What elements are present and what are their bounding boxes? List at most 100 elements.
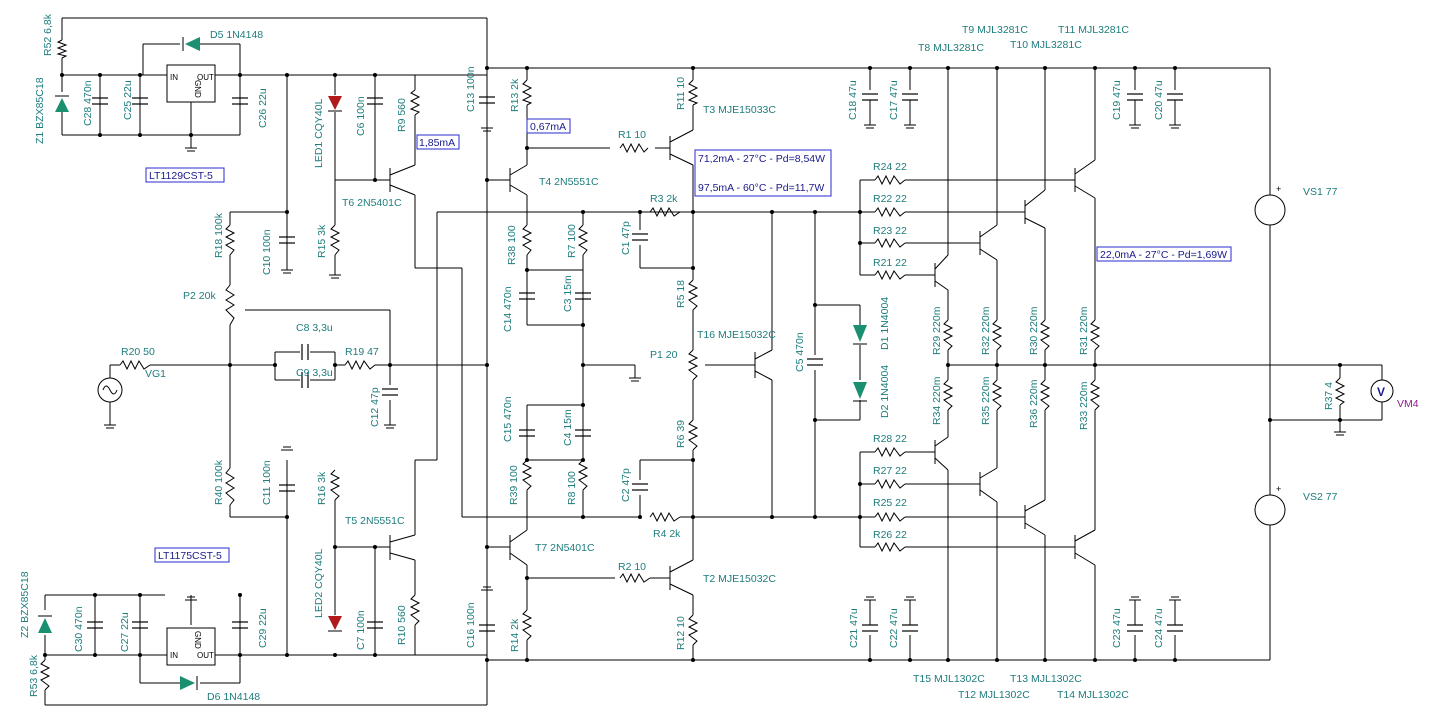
transistor-t16 xyxy=(754,349,773,381)
label-c2: C2 47p xyxy=(620,468,632,502)
resistor-r15 xyxy=(329,224,341,256)
label-r12: R12 10 xyxy=(675,616,687,650)
label-c13: C13 100n xyxy=(465,66,477,112)
label-r11: R11 10 xyxy=(675,77,687,110)
capacitor-c12 xyxy=(382,388,398,396)
resistor-r31 xyxy=(1089,319,1101,351)
label-t3: T3 MJE15033C xyxy=(703,104,776,116)
label-r25: R25 22 xyxy=(873,497,907,509)
label-r13: R13 2k xyxy=(509,78,521,112)
resistor-r30 xyxy=(1039,319,1051,351)
label-c5: C5 470n xyxy=(794,332,806,372)
resistor-r33 xyxy=(1089,379,1101,411)
resistor-r4 xyxy=(649,511,681,523)
capacitor-c23 xyxy=(1127,624,1143,632)
label-r6: R6 39 xyxy=(675,420,687,448)
label-r53: R53 6,8k xyxy=(28,654,40,697)
transistor-t15 xyxy=(934,436,949,471)
label-c18: C18 47u xyxy=(847,80,859,120)
label-r9: R9 560 xyxy=(396,98,408,132)
label-c9: C9 3,3u xyxy=(296,367,333,379)
label-r18: R18 100k xyxy=(213,212,225,258)
capacitor-c27 xyxy=(132,621,148,629)
label-d1: D1 1N4004 xyxy=(879,297,891,350)
resistor-r19 xyxy=(344,359,376,371)
label-c28: C28 470n xyxy=(82,80,94,126)
label-vs1: VS1 77 xyxy=(1303,186,1338,198)
capacitors xyxy=(87,93,1183,632)
capacitor-c3 xyxy=(575,292,591,300)
capacitor-c7 xyxy=(367,621,383,629)
resistor-r6 xyxy=(687,419,699,451)
label-c24: C24 47u xyxy=(1153,608,1165,648)
resistor-r29 xyxy=(942,319,954,351)
capacitor-c2 xyxy=(632,483,648,491)
label-z1: Z1 BZX85C18 xyxy=(34,77,46,144)
label-c7: C7 100n xyxy=(355,610,367,650)
label-led1: LED1 CQY40L xyxy=(313,98,325,168)
supply-vs2: + xyxy=(1254,484,1286,526)
resistor-r8 xyxy=(577,459,589,491)
label-t12: T12 MJL1302C xyxy=(958,689,1030,701)
pin-in-label: IN xyxy=(170,651,178,660)
label-c22: C22 47u xyxy=(888,608,900,648)
resistor-r21 xyxy=(874,269,906,281)
label-c10: C10 100n xyxy=(261,229,273,275)
label-d2: D2 1N4004 xyxy=(879,365,891,418)
capacitor-c17 xyxy=(902,93,918,101)
resistor-r38 xyxy=(521,224,533,256)
label-c6: C6 100n xyxy=(355,96,367,136)
label-vg1: VG1 xyxy=(145,368,166,380)
supply-vs1: + xyxy=(1254,184,1286,226)
capacitor-c30 xyxy=(87,621,103,629)
label-c8: C8 3,3u xyxy=(296,322,333,334)
label-c15: C15 470n xyxy=(502,396,514,442)
label-t8: T8 MJL3281C xyxy=(918,42,984,54)
label-r36: R36 220m xyxy=(1028,379,1040,428)
label-t2: T2 MJE15032C xyxy=(703,573,776,585)
transistor-t9 xyxy=(979,224,998,261)
diode-d5 xyxy=(182,37,200,51)
transistor-t13 xyxy=(1024,499,1046,536)
label-c26: C26 22u xyxy=(257,88,269,128)
resistor-r36 xyxy=(1039,379,1051,411)
label-u1: LT1129CST-5 xyxy=(149,170,213,182)
resistor-r23 xyxy=(874,237,906,249)
label-c19: C19 47u xyxy=(1111,80,1123,120)
pin-gnd-label: GND xyxy=(193,80,202,98)
capacitor-c4 xyxy=(575,429,591,437)
resistor-r25 xyxy=(874,511,906,523)
label-c30: C30 470n xyxy=(73,606,85,652)
label-r22: R22 22 xyxy=(873,193,907,205)
pin-in-label: IN xyxy=(170,73,178,82)
label-r8: R8 100 xyxy=(566,471,578,505)
label-r15: R15 3k xyxy=(316,224,328,258)
junction-dots xyxy=(43,66,1342,662)
label-u2: LT1175CST-5 xyxy=(158,550,222,562)
diode-d2 xyxy=(853,382,867,402)
transistor-t3 xyxy=(669,129,694,166)
diode-d6 xyxy=(180,676,198,690)
label-t10: T10 MJL3281C xyxy=(1010,39,1082,51)
label-z2: Z2 BZX85C18 xyxy=(19,571,31,638)
label-r31: R31 220m xyxy=(1078,306,1090,355)
label-d6: D6 1N4148 xyxy=(207,691,260,703)
component-labels: R52 6,8k Z1 BZX85C18 C28 470n C25 22u C2… xyxy=(19,13,1419,703)
transistor-t7 xyxy=(509,529,528,566)
resistor-r11 xyxy=(687,79,699,106)
zener-z2 xyxy=(38,615,52,633)
label-current-1: 1,85mA xyxy=(419,137,455,149)
resistor-r7 xyxy=(577,224,589,256)
regulator-u2: IN OUT GND xyxy=(166,627,216,666)
resistor-r26 xyxy=(874,541,906,553)
voltmeter-vm4: V xyxy=(1370,379,1394,403)
label-current-2: 0,67mA xyxy=(530,121,566,133)
capacitor-c26 xyxy=(232,97,248,105)
label-r26: R26 22 xyxy=(873,529,907,541)
capacitor-c20 xyxy=(1167,93,1183,101)
resistor-r32 xyxy=(991,319,1003,351)
signal-source-vg1 xyxy=(97,377,123,403)
label-t4: T4 2N5551C xyxy=(539,176,599,188)
label-r32: R32 220m xyxy=(980,306,992,355)
